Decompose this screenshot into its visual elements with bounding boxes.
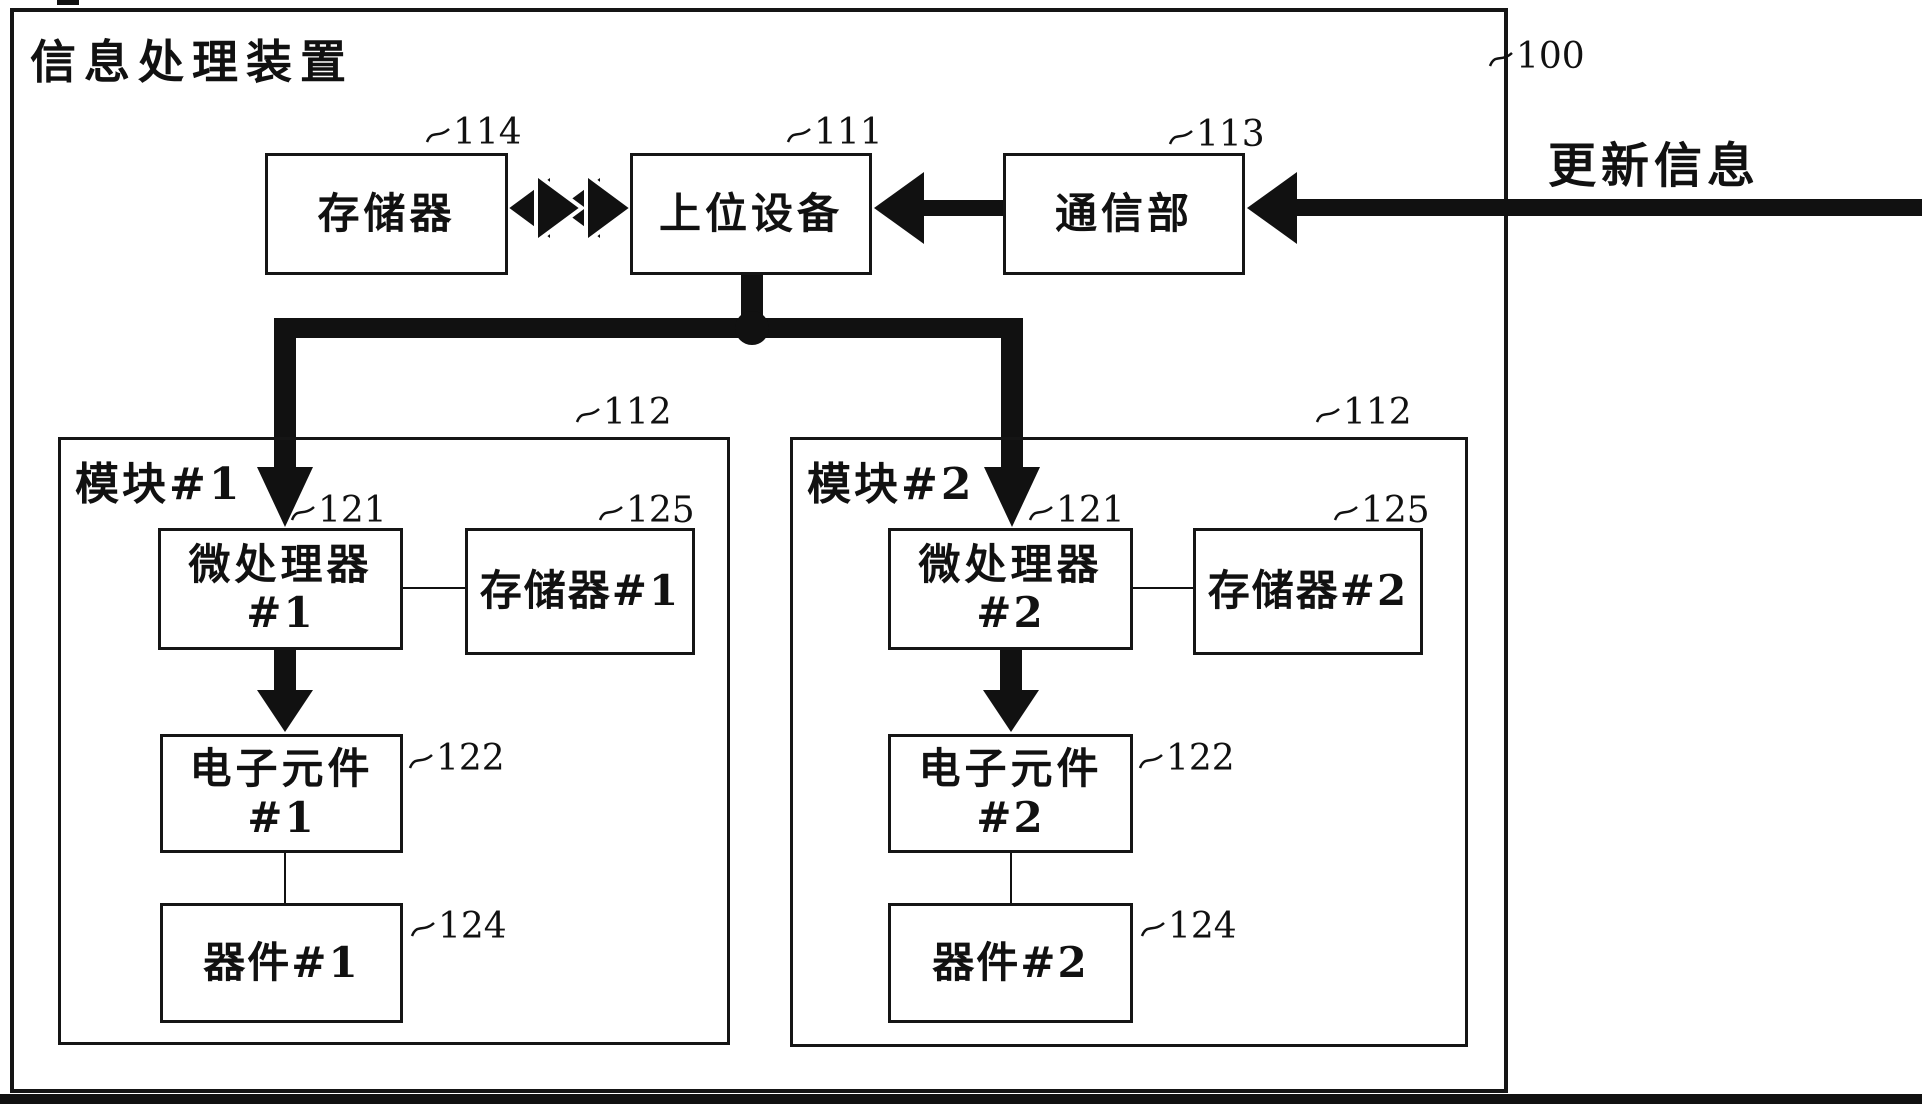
leader-squiggle	[786, 128, 811, 143]
ref-number: 124	[438, 906, 507, 947]
leader-squiggle	[425, 128, 450, 143]
module2-frame	[790, 437, 1468, 1047]
module1-component-line2: #1	[247, 792, 316, 842]
ref-number: 114	[453, 112, 522, 153]
ref-number: 111	[814, 112, 883, 153]
ref-label-122-module1: 122	[408, 738, 505, 779]
ref-label-121-module2: 121	[1028, 490, 1125, 531]
comm-unit-label: 通信部	[1054, 188, 1193, 238]
module1-memory-label: 存储器#1	[479, 566, 681, 616]
ref-label-112-module1: 112	[575, 392, 672, 433]
module2-memory-label: 存储器#2	[1207, 566, 1409, 616]
module1-microprocessor-line1: 微处理器	[188, 539, 373, 589]
leader-squiggle	[1315, 408, 1340, 423]
module1-microprocessor-line2: #1	[246, 588, 315, 637]
ref-number: 122	[1166, 738, 1235, 779]
ref-label-113: 113	[1168, 114, 1265, 155]
ref-number: 121	[318, 490, 387, 531]
ref-label-125-module1: 125	[598, 490, 695, 531]
leader-squiggle	[408, 754, 433, 769]
module2-device-label: 器件#2	[932, 937, 1089, 987]
ref-number: 113	[1196, 114, 1265, 155]
ref-label-122-module2: 122	[1138, 738, 1235, 779]
leader-squiggle	[598, 506, 623, 521]
host-device-label: 上位设备	[658, 188, 843, 238]
bottom-scan-bar	[0, 1094, 1922, 1104]
ref-number: 100	[1516, 36, 1585, 77]
leader-squiggle	[575, 408, 600, 423]
module2-microprocessor-box: 微处理器 #2	[888, 528, 1133, 650]
comm-unit-box: 通信部	[1003, 153, 1245, 275]
module1-device-label: 器件#1	[203, 937, 360, 987]
leader-squiggle	[1138, 754, 1163, 769]
leader-squiggle	[290, 506, 315, 521]
ref-label-125-module2: 125	[1333, 490, 1430, 531]
ref-label-124-module1: 124	[410, 906, 507, 947]
memory-box: 存储器	[265, 153, 508, 275]
device-outer-box	[10, 8, 1508, 1093]
ref-number: 125	[626, 490, 695, 531]
ref-number: 112	[603, 392, 672, 433]
ref-label-124-module2: 124	[1140, 906, 1237, 947]
ref-label-112-module2: 112	[1315, 392, 1412, 433]
memory-label: 存储器	[317, 188, 456, 238]
leader-squiggle	[1028, 506, 1053, 521]
ref-number: 121	[1056, 490, 1125, 531]
module1-microprocessor-box: 微处理器 #1	[158, 528, 403, 650]
module2-component-box: 电子元件 #2	[888, 734, 1133, 853]
ref-number: 125	[1361, 490, 1430, 531]
leader-squiggle	[1333, 506, 1358, 521]
ref-number: 122	[436, 738, 505, 779]
module1-component-box: 电子元件 #1	[160, 734, 403, 853]
module2-component-line2: #2	[976, 792, 1045, 842]
ref-label-100: 100	[1488, 36, 1585, 77]
ref-number: 124	[1168, 906, 1237, 947]
host-device-box: 上位设备	[630, 153, 872, 275]
update-info-annotation: 更新信息	[1548, 138, 1761, 194]
module2-device-box: 器件#2	[888, 903, 1133, 1023]
leader-squiggle	[1140, 922, 1165, 937]
module1-component-line1: 电子元件	[189, 744, 374, 794]
ref-number: 112	[1343, 392, 1412, 433]
module1-frame	[58, 437, 730, 1045]
module2-component-line1: 电子元件	[918, 744, 1103, 794]
leader-squiggle	[1168, 130, 1193, 145]
module2-microprocessor-line2: #2	[976, 588, 1045, 637]
module2-microprocessor-line1: 微处理器	[918, 539, 1103, 589]
figure-title: 信息处理装置	[30, 35, 354, 89]
module1-memory-box: 存储器#1	[465, 528, 695, 655]
module1-label: 模块#1	[75, 459, 243, 510]
leader-squiggle	[1488, 52, 1513, 67]
module2-memory-box: 存储器#2	[1193, 528, 1423, 655]
ref-label-121-module1: 121	[290, 490, 387, 531]
ref-label-114: 114	[425, 112, 522, 153]
module2-label: 模块#2	[807, 459, 975, 510]
module1-device-box: 器件#1	[160, 903, 403, 1023]
leader-squiggle	[410, 922, 435, 937]
top-left-scan-tick	[57, 0, 79, 5]
ref-label-111: 111	[786, 112, 883, 153]
